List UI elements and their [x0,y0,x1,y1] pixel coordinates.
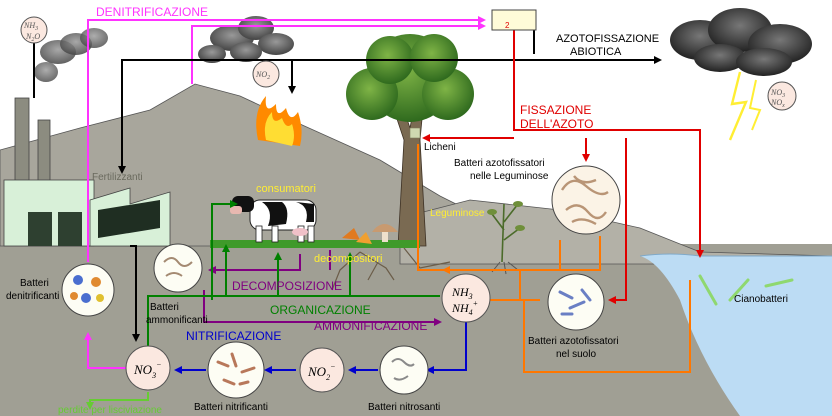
lichens-label: Licheni [424,142,456,153]
ammonification-label: AMMONIFICAZIONE [314,319,427,333]
legumes-label: Leguminose [430,208,485,219]
legume-nitrogen-fixers-circle [551,165,621,235]
mushrooms-icon [342,224,398,244]
legume-plant-icon [487,201,525,275]
decomposition-label: DECOMPOSIZIONE [232,279,342,293]
nh3-n2o-circle [20,16,48,44]
ammonia-ammonium-circle [441,273,491,323]
no3-sky-formula: NO3 [770,88,785,99]
nitrosating-bacteria-circle [379,345,429,395]
leaching-label: perdite per lisciviazione [58,405,162,416]
ammonifying-label-2: ammonificanti [146,315,208,326]
nitrosation-arrow [426,322,467,374]
denitrifying-label-2: denitrificanti [6,291,59,302]
n2o-formula: N2O [25,32,40,43]
factory [3,97,171,247]
nh3-soil-formula: NH3 [451,285,473,301]
fixation-label-2: DELL'AZOTO [520,117,593,131]
no2-fire-circle [252,60,280,88]
abiotic-fixation-label-1: AZOTOFISSAZIONE [556,33,659,45]
ammonifying-label-1: Batteri [150,302,179,313]
legume-fixers-label-1: Batteri azotofissatori [454,158,545,169]
grass [210,240,420,248]
denitrifying-bacteria-circle [61,263,115,317]
nitrite-circle [299,347,345,393]
denitrification-arrow [87,16,486,262]
fertilizer-to-nitrate-arrow [130,245,140,342]
soil-fixers-label-1: Batteri azotofissatori [528,336,619,347]
storm-cloud-icon [670,8,812,76]
cow-icon [230,196,317,243]
soil-fixers-label-2: nel suolo [556,349,596,360]
lightning-icon [728,71,762,141]
nitrite-formula: NO2− [307,362,335,382]
n2-box [491,9,537,31]
lichen-icon [409,127,421,139]
volcano-emission-arrow [191,22,486,84]
fixation-label-1: FISSAZIONE [520,103,591,117]
denitrification-soil-arrow [84,332,136,369]
decomposition-arrow [208,254,301,274]
volcano-smoke [198,16,294,63]
consumers-label: consumatori [256,183,316,195]
fire-icon [256,96,302,146]
n2-label: 2 [505,21,510,30]
nh4-soil-formula: NH4+ [451,299,478,317]
organication-line [147,295,440,366]
fixation-to-cyanobacteria-arrow [513,30,704,258]
cyanobacteria-icon [698,274,794,306]
denitrifying-label-1: Batteri [20,278,49,289]
abiotic-fixation-label-2: ABIOTICA [570,46,622,58]
no2-fire-formula: NO2 [255,70,270,81]
nox-sky-formula: NOx [770,98,785,109]
leaching-arrow [86,392,149,410]
denitrification-label: DENITRIFICAZIONE [96,5,208,19]
nox-sky-circle [767,81,797,111]
nitrosating-label: Batteri nitrosanti [368,402,440,413]
cyanobacteria-label: Cianobatteri [734,294,788,305]
cyanobacteria-flow [523,280,691,373]
organication-to-consumers-arrow [211,200,238,300]
abiotic-fixation-arrow [121,56,662,170]
ammonification-arrow [203,290,442,326]
soil-nitrogen-fixers-circle [547,273,605,331]
nitrification-label: NITRIFICAZIONE [186,329,281,343]
organication-label: ORGANICAZIONE [270,303,371,317]
nitrifying-bacteria-circle [207,341,265,399]
tree-icon [346,34,474,247]
n2-subscript: 2 [505,21,510,30]
nitrifying-label: Batteri nitrificanti [194,402,268,413]
nitrate-formula: NO3− [133,360,161,380]
fixation-to-soil-arrow [608,138,627,304]
ammonifying-bacteria-circle [153,243,203,293]
sea-water [640,254,832,416]
decomposers-label: decompositori [314,253,382,265]
nh3-formula: NH3 [23,21,38,32]
fertilizers-label: Fertilizzanti [92,172,143,183]
legume-fixers-label-2: nelle Leguminose [470,171,549,182]
nitrate-circle [125,345,171,391]
